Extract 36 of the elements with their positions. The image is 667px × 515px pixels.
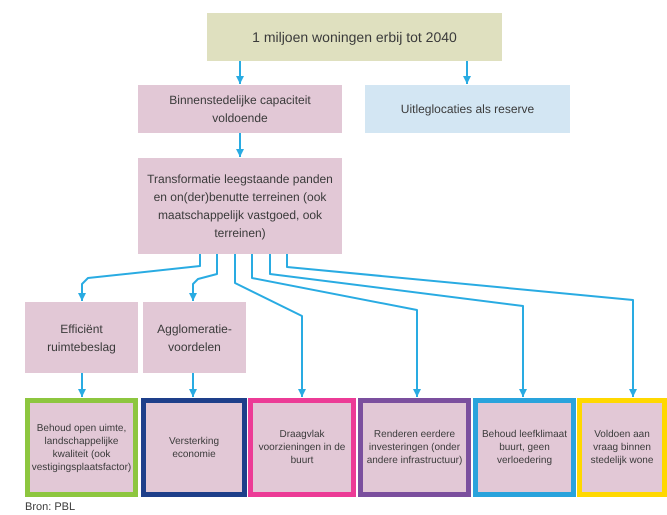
goal-box [358, 398, 471, 497]
box-text: Renderen eerdere investeringen (onder andere infrastructuur) [366, 428, 464, 467]
title-box [207, 13, 502, 61]
goal-box [577, 398, 667, 497]
goal-box [25, 398, 138, 497]
box-text: Agglomeratie-voordelen [156, 320, 233, 356]
box-text: Behoud leefklimaat buurt, geen verloedering [480, 428, 568, 467]
arrow [236, 133, 244, 157]
arrow [269, 254, 527, 397]
box-text: Uitleglocaties als reserve [400, 101, 534, 118]
box-text: Draagvlak voorzieningen in de buurt [258, 428, 346, 467]
arrow [78, 254, 201, 301]
process-box [138, 85, 342, 133]
arrow [286, 254, 637, 397]
box-text: Efficiënt ruimtebeslag [46, 320, 117, 356]
box-text: Transformatie leegstaande panden en on(der)benutte terreinen (ook maatschappelijk vastgoed, ook terreinen) [146, 171, 334, 242]
arrow [236, 61, 244, 84]
arrow [251, 254, 421, 397]
arrow [463, 61, 471, 84]
goal-box [248, 398, 356, 497]
goal-box [473, 398, 576, 497]
arrow [189, 373, 197, 397]
process-box [138, 158, 342, 254]
process-box [25, 302, 138, 373]
box-text: Behoud open uimte, landschappelijke kwaliteit (ook vestigingsplaatsfactor) [30, 422, 132, 474]
arrow [234, 254, 306, 397]
arrow [189, 254, 218, 301]
process-box [143, 302, 246, 373]
process-box [365, 85, 570, 133]
arrow [78, 373, 86, 397]
goal-box [141, 398, 247, 497]
source-note: Bron: PBL [25, 500, 76, 515]
box-text: 1 miljoen woningen erbij tot 2040 [252, 28, 457, 47]
box-text: Voldoen aan vraag binnen stedelijk wone [590, 428, 654, 467]
box-text: Binnenstedelijke capaciteit voldoende [168, 92, 312, 127]
box-text: Versterking economie [168, 434, 220, 460]
